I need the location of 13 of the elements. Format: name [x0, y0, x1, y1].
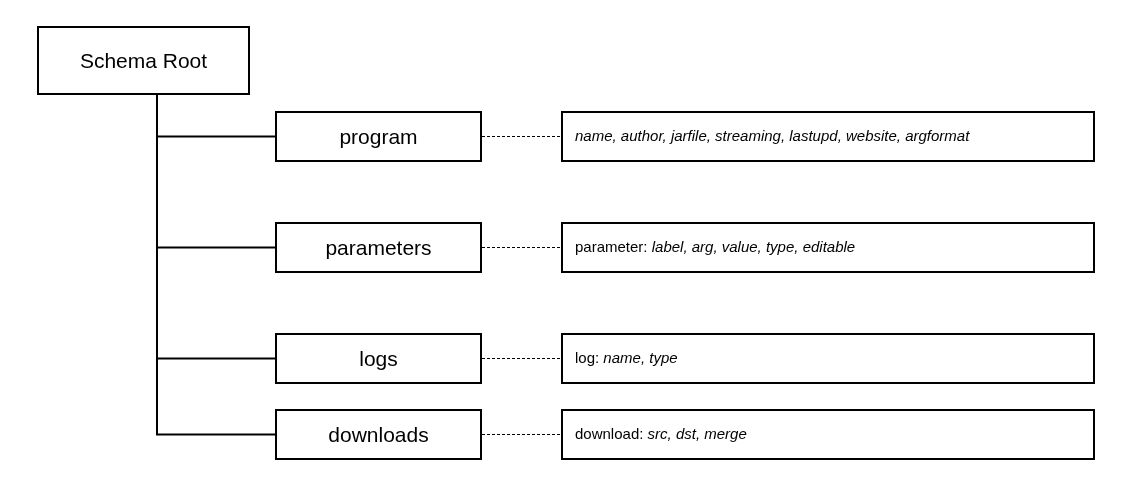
dashed-connector	[481, 358, 562, 359]
dashed-connector	[481, 434, 562, 435]
attribute-box: log: name, type	[561, 333, 1095, 384]
element-box: parameters	[275, 222, 482, 273]
attribute-box: parameter: label, arg, value, type, editable	[561, 222, 1095, 273]
dashed-connector	[481, 136, 562, 137]
dashed-connector	[481, 247, 562, 248]
element-box: downloads	[275, 409, 482, 460]
element-box: program	[275, 111, 482, 162]
element-box: logs	[275, 333, 482, 384]
attribute-box: name, author, jarfile, streaming, lastupd, website, argformat	[561, 111, 1095, 162]
attribute-box: download: src, dst, merge	[561, 409, 1095, 460]
element-box: Schema Root	[37, 26, 250, 95]
